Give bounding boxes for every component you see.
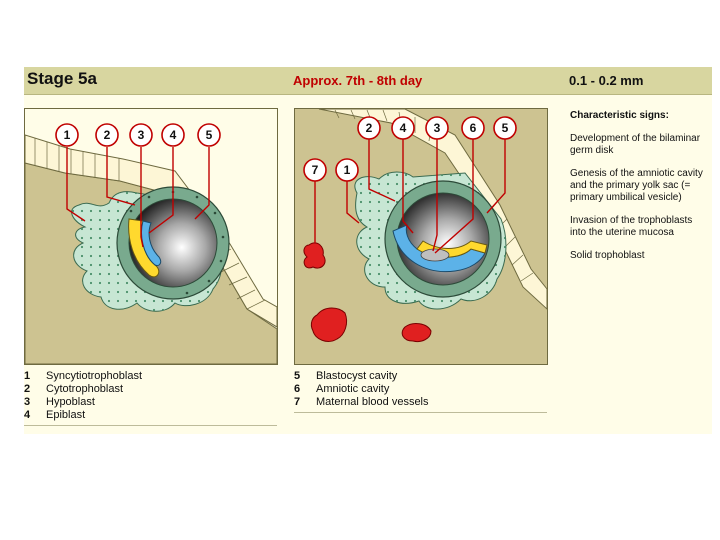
callout-panel1-3: 3 [129, 123, 153, 147]
svg-text:4: 4 [170, 128, 177, 142]
svg-text:3: 3 [434, 121, 441, 135]
panel2-illustration: 7 1 2 4 3 6 5 [295, 109, 547, 364]
sign-item: Genesis of the amniotic cavity and the p… [570, 168, 703, 203]
callout-panel2-2: 2 [357, 116, 381, 140]
callout-panel2-1: 1 [335, 158, 359, 182]
svg-text:3: 3 [138, 128, 145, 142]
svg-text:7: 7 [312, 163, 319, 177]
maternal-blood-vessel [310, 307, 348, 342]
amniotic-cavity [420, 248, 450, 262]
sign-item: Invasion of the trophoblasts into the ut… [570, 215, 693, 238]
signs-title: Characteristic signs: [570, 110, 669, 121]
sign-item: Solid trophoblast [570, 250, 645, 261]
diagram-panel-early: 1 2 3 4 5 [24, 108, 278, 365]
svg-text:1: 1 [344, 163, 351, 177]
callout-panel1-4: 4 [161, 123, 185, 147]
svg-text:2: 2 [104, 128, 111, 142]
characteristic-signs: Characteristic signs: Development of the… [570, 110, 705, 273]
panel1-illustration: 1 2 3 4 5 [25, 109, 277, 364]
svg-text:2: 2 [366, 121, 373, 135]
callout-panel2-6: 6 [461, 116, 485, 140]
svg-text:5: 5 [502, 121, 509, 135]
callout-panel2-3: 3 [425, 116, 449, 140]
header-bar: Stage 5a Approx. 7th - 8th day 0.1 - 0.2… [24, 67, 712, 95]
stage-title: Stage 5a [27, 69, 97, 88]
callout-panel1-5: 5 [197, 123, 221, 147]
stage-day: Approx. 7th - 8th day [293, 73, 423, 88]
stage-figure: Stage 5a Approx. 7th - 8th day 0.1 - 0.2… [24, 67, 712, 434]
callout-panel2-4: 4 [391, 116, 415, 140]
callout-panel1-2: 2 [95, 123, 119, 147]
callout-panel1-1: 1 [55, 123, 79, 147]
diagram-panel-late: 7 1 2 4 3 6 5 [294, 108, 548, 365]
callout-panel2-5: 5 [493, 116, 517, 140]
stage-size: 0.1 - 0.2 mm [569, 73, 644, 88]
svg-text:6: 6 [470, 121, 477, 135]
callout-panel2-7: 7 [303, 158, 327, 182]
maternal-blood-vessel [401, 323, 432, 342]
svg-text:4: 4 [400, 121, 407, 135]
maternal-blood-vessel [303, 242, 326, 269]
svg-text:5: 5 [206, 128, 213, 142]
sign-item: Development of the bilaminar germ disk [570, 133, 701, 156]
svg-text:1: 1 [64, 128, 71, 142]
